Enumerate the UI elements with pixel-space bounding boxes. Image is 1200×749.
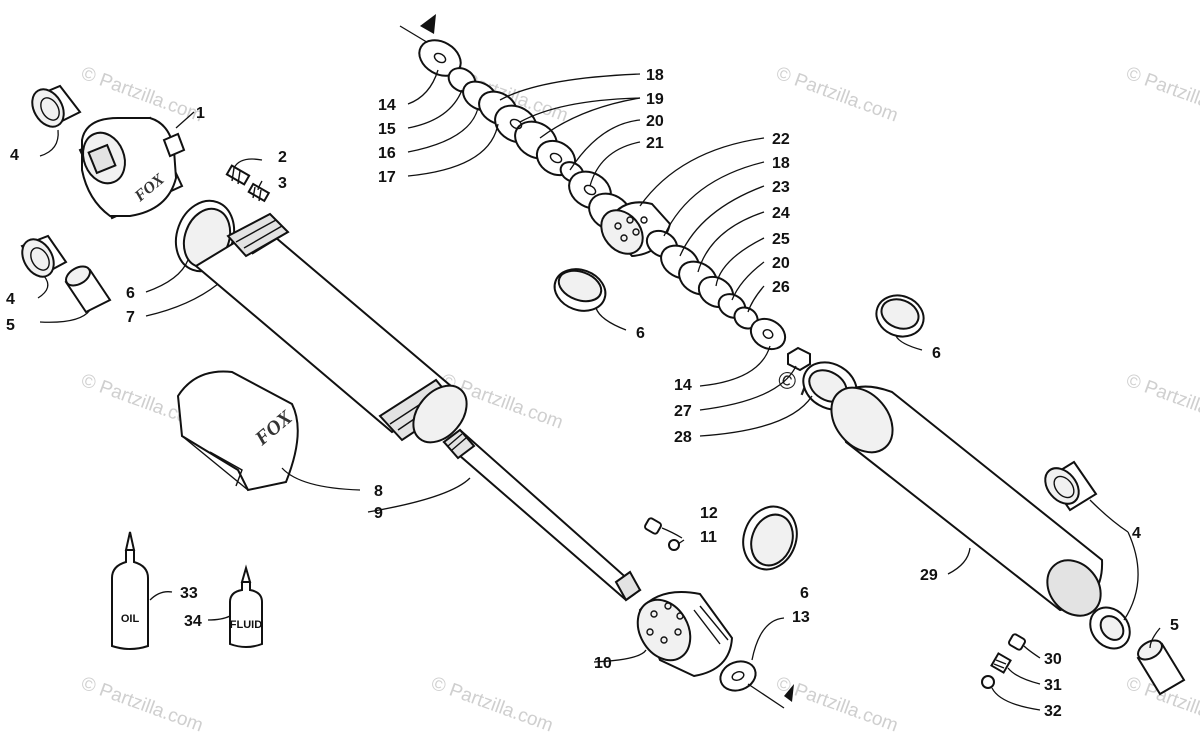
part-6-seal-ring-piston	[742, 505, 798, 571]
callout-9: 9	[374, 505, 383, 522]
callout-30: 30	[1044, 651, 1062, 668]
part-11-ball	[668, 539, 680, 551]
part-1-shock-head: FOX	[78, 116, 186, 220]
valve-shim-stack-lower	[645, 229, 787, 351]
callout-4: 4	[10, 147, 19, 164]
callout-13: 13	[792, 609, 810, 626]
callout-6: 6	[932, 345, 941, 362]
callout-22: 22	[772, 131, 790, 148]
callout-7: 7	[126, 309, 135, 326]
callout-6: 6	[800, 585, 809, 602]
part-5-sleeve-right	[1136, 639, 1186, 696]
callout-25: 25	[772, 231, 790, 248]
leader-lines	[37, 69, 1161, 711]
callout-18: 18	[646, 67, 664, 84]
callout-19: 19	[646, 91, 664, 108]
callout-15: 15	[378, 121, 396, 138]
callout-31: 31	[1044, 677, 1062, 694]
part-4-bushing-top	[31, 84, 82, 128]
callout-11: 11	[700, 529, 717, 546]
callout-24: 24	[772, 205, 790, 222]
callout-3: 3	[278, 175, 287, 192]
part-34-fluid-bottle: FLUID	[229, 564, 263, 648]
callout-17: 17	[378, 169, 396, 186]
valve-shim-stack	[418, 39, 632, 232]
part-6-seal-ring-center	[553, 268, 607, 312]
callout-12: 12	[700, 505, 718, 522]
callout-26: 26	[772, 279, 790, 296]
fluid-bottle-label: FLUID	[230, 619, 262, 631]
callout-20: 20	[772, 255, 790, 272]
part-6-seal-ring-right	[875, 294, 925, 338]
watermark-text: © Partzilla.com	[78, 63, 205, 127]
part-27-nut	[787, 346, 811, 372]
callout-5: 5	[6, 317, 15, 334]
callout-32: 32	[1044, 703, 1062, 720]
part-8-guard-sleeve: FOX	[176, 370, 299, 492]
part-3-screw	[247, 182, 271, 203]
part-12-plug	[644, 517, 662, 535]
callout-29: 29	[920, 567, 938, 584]
callout-27: 27	[674, 403, 692, 420]
watermark-text: © Partzilla.com	[1123, 63, 1200, 127]
part-4-bushing-right-lower	[1089, 606, 1131, 650]
watermark-text: © Partzilla.com	[428, 673, 555, 737]
part-30-plug	[1008, 633, 1026, 651]
part-4-bushing-lower	[20, 234, 68, 278]
callout-33: 33	[180, 585, 198, 602]
direction-arrow-top	[399, 14, 436, 45]
callout-numbers: 1 2 3 4 4 4 5 5 6 6 6 6 7 8 9 10 11 12 1…	[6, 67, 1179, 720]
part-13-washer	[719, 660, 757, 692]
part-32-ball	[981, 675, 995, 689]
callout-16: 16	[378, 145, 396, 162]
part-7-main-cylinder	[194, 212, 468, 444]
callout-4: 4	[1132, 525, 1141, 542]
callout-18: 18	[772, 155, 790, 172]
part-4-bushing-right-top	[1044, 460, 1098, 512]
callout-4: 4	[6, 291, 15, 308]
oil-bottle-label: OIL	[121, 613, 140, 625]
part-5-sleeve	[64, 265, 112, 314]
watermark-text: © Partzilla.com	[1123, 370, 1200, 434]
watermark-text: © Partzilla.com	[78, 673, 205, 737]
callout-5: 5	[1170, 617, 1179, 634]
callout-2: 2	[278, 149, 287, 166]
callout-21: 21	[646, 135, 664, 152]
callout-6: 6	[126, 285, 135, 302]
part-10-piston	[636, 591, 734, 678]
callout-14: 14	[674, 377, 692, 394]
callout-34: 34	[184, 613, 202, 630]
watermark-text: © Partzilla.com	[773, 63, 900, 127]
callout-8: 8	[374, 483, 383, 500]
callout-1: 1	[196, 105, 205, 122]
callout-6: 6	[636, 325, 645, 342]
callout-28: 28	[674, 429, 692, 446]
callout-23: 23	[772, 179, 790, 196]
callout-20: 20	[646, 113, 664, 130]
part-9-shaft	[442, 428, 642, 602]
part-29-reservoir-body	[830, 385, 1104, 617]
part-33-oil-bottle: OIL	[111, 531, 149, 650]
callout-10: 10	[594, 655, 612, 672]
direction-arrow-bottom	[747, 683, 794, 709]
part-31-screw	[990, 652, 1012, 674]
watermark-text: © Partzilla.com	[773, 673, 900, 737]
callout-14: 14	[378, 97, 396, 114]
part-2-screw	[225, 164, 251, 186]
